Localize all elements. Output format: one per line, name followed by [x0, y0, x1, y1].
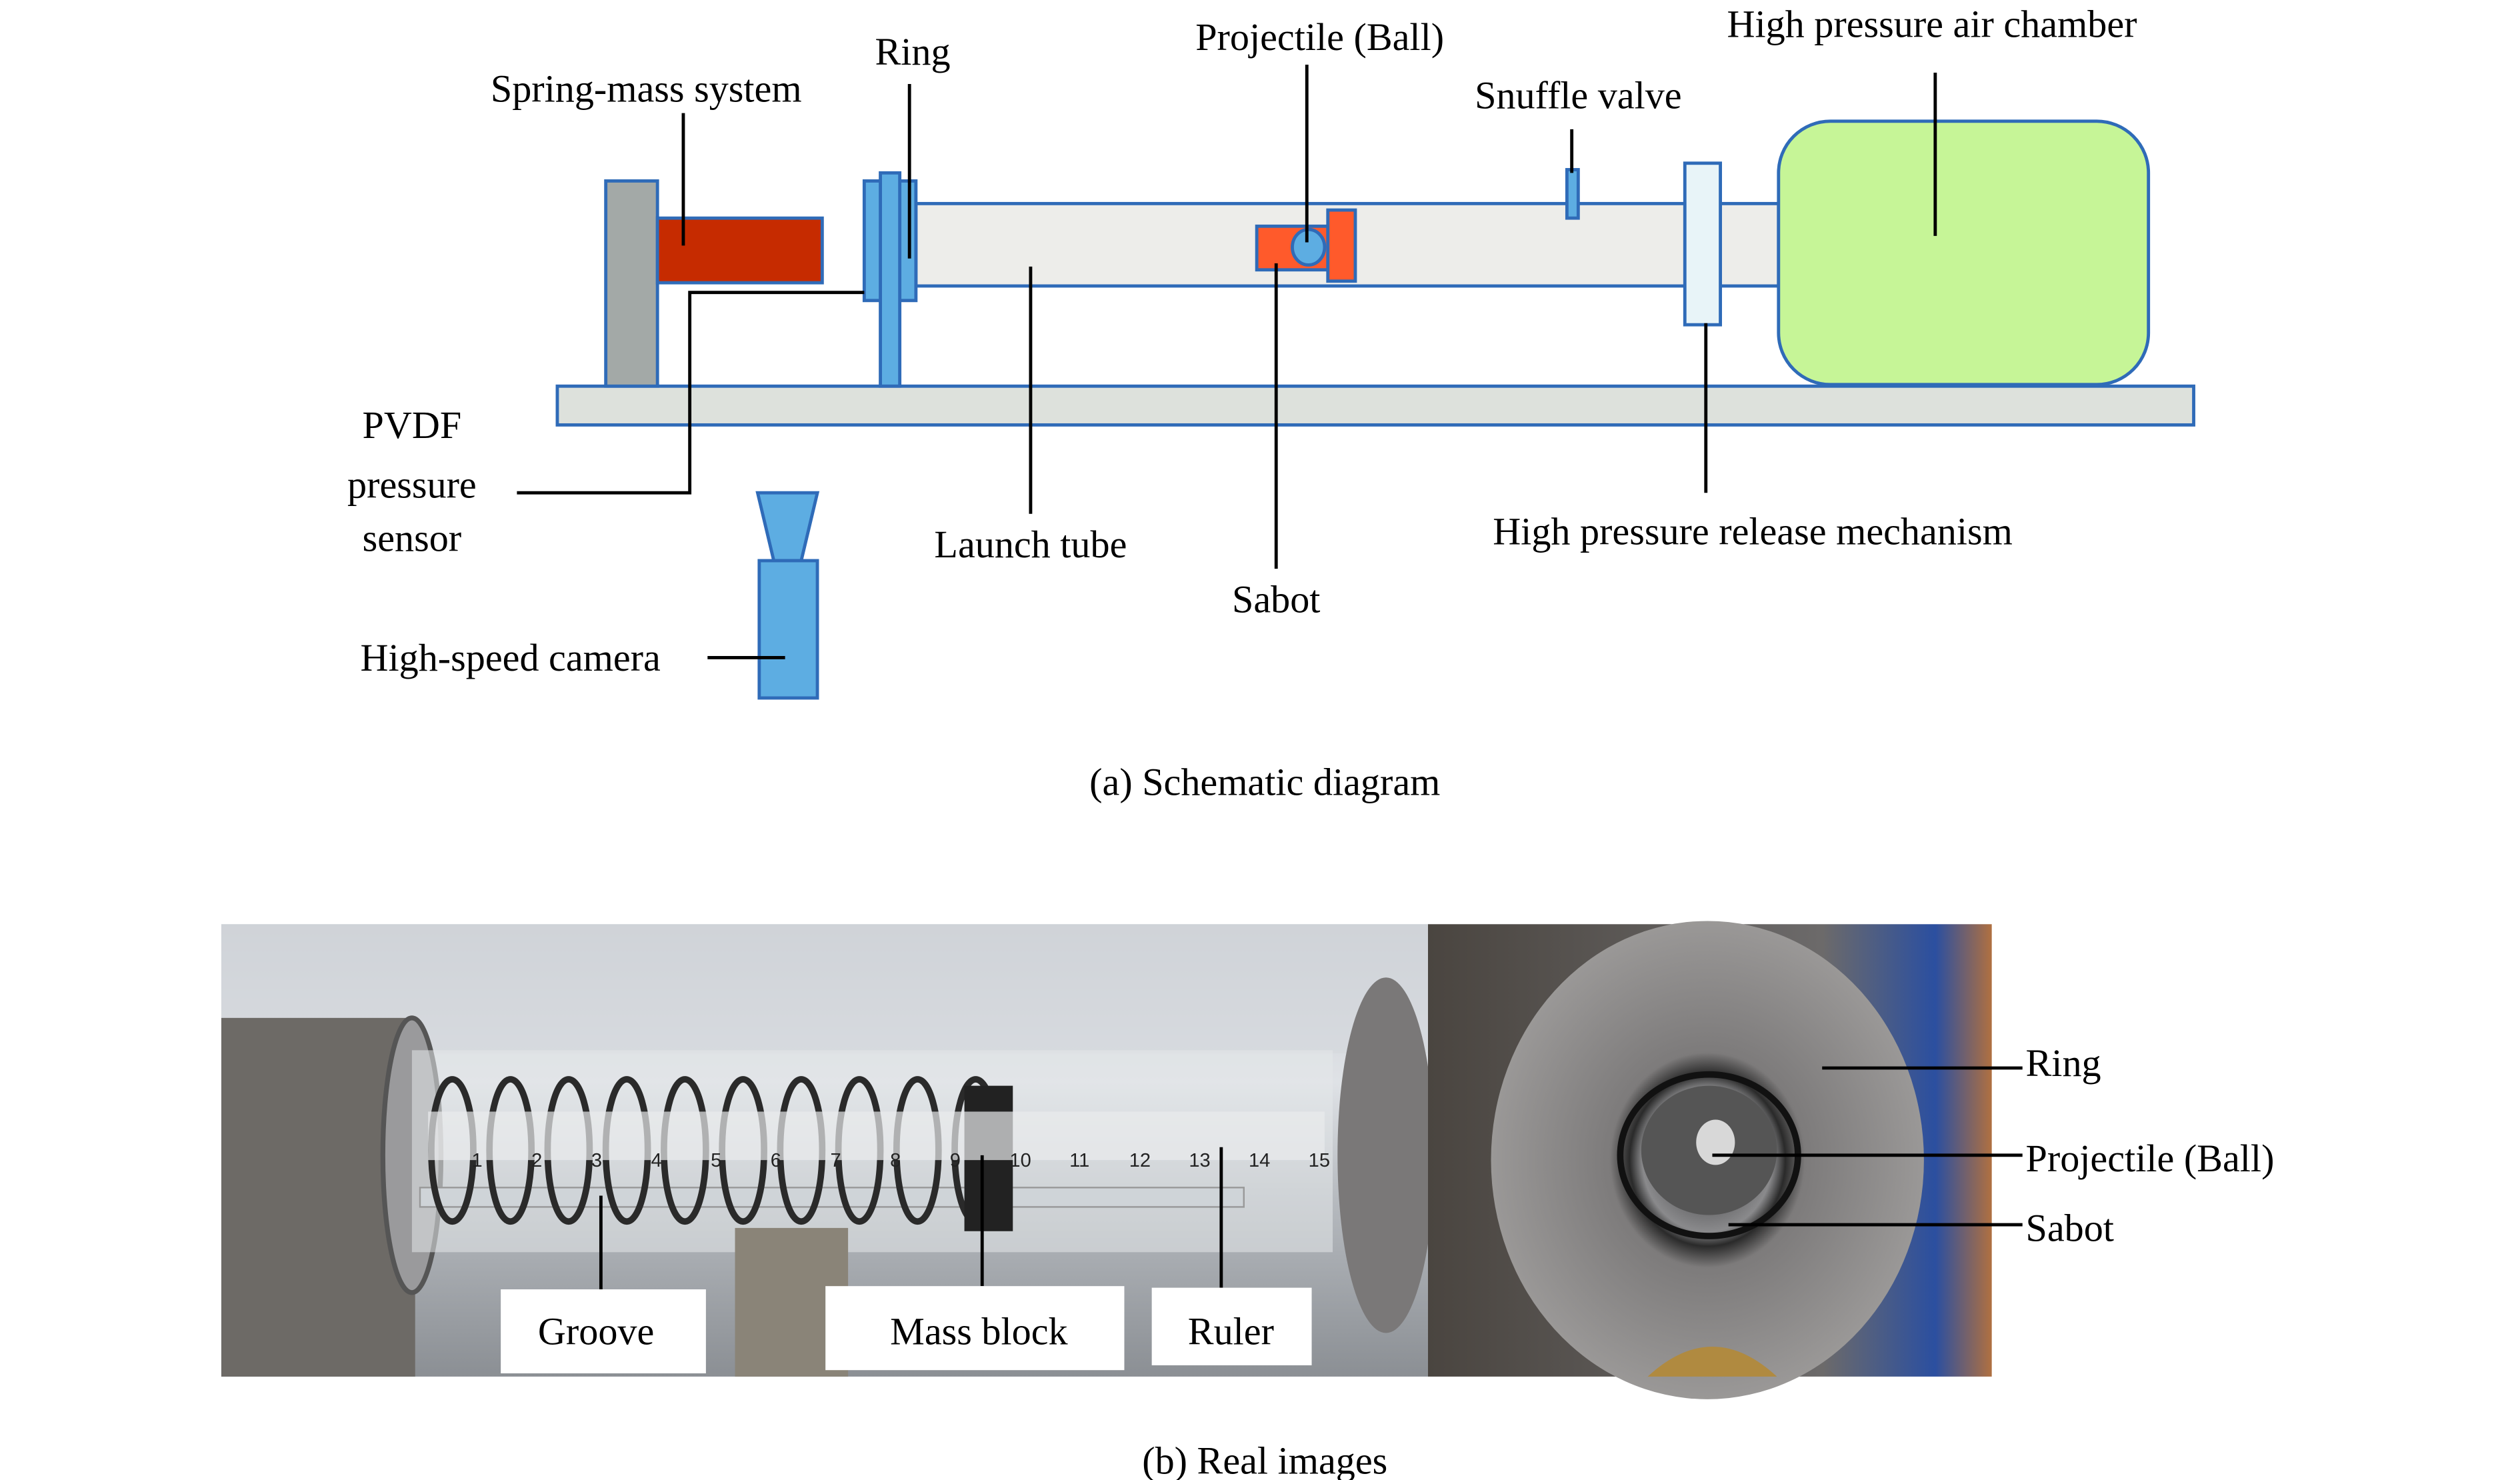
- air-chamber: [1777, 119, 2151, 387]
- label-projectile: Projectile (Ball): [1195, 15, 1444, 59]
- projectile-ball: [1291, 227, 1327, 267]
- ruler-mark: 3: [591, 1150, 602, 1171]
- label-spring-mass: Spring-mass system: [491, 67, 802, 111]
- caption-b: (b) Real images: [1142, 1439, 1387, 1480]
- label-ring-photo: Ring: [2026, 1041, 2101, 1085]
- caption-a: (a) Schematic diagram: [1089, 760, 1440, 803]
- label-camera: High-speed camera: [361, 636, 661, 679]
- base-plate: [555, 384, 2195, 427]
- label-sabot-photo: Sabot: [2026, 1206, 2114, 1249]
- leader-line: [517, 291, 865, 495]
- ruler-mark: 8: [890, 1150, 901, 1171]
- ring-inner: [879, 171, 902, 388]
- release-mechanism: [1683, 161, 1722, 327]
- label-sabot: Sabot: [1232, 578, 1320, 621]
- label-air-chamber: High pressure air chamber: [1727, 3, 2137, 46]
- ruler-mark: 13: [1189, 1150, 1210, 1171]
- label-ring: Ring: [875, 30, 951, 73]
- label-pvdf: sensor: [363, 516, 462, 559]
- label-groove: Groove: [538, 1309, 654, 1353]
- leader-line: [1712, 1066, 2023, 1227]
- ruler-mark: 11: [1069, 1150, 1089, 1171]
- ruler-mark: 4: [651, 1150, 662, 1171]
- support-wall: [604, 179, 659, 388]
- high-speed-camera: [757, 559, 819, 700]
- ruler-mark: 15: [1309, 1150, 1330, 1171]
- sabot-flange: [1326, 208, 1357, 283]
- ruler-mark: 5: [711, 1150, 721, 1171]
- camera-lens: [755, 491, 820, 563]
- ruler-mark: 9: [950, 1150, 961, 1171]
- ruler-photo: [428, 1111, 1325, 1161]
- ruler-mark: 10: [1009, 1150, 1031, 1171]
- label-mass-block: Mass block: [890, 1309, 1068, 1353]
- photo-right: [1428, 921, 2023, 1399]
- snuffle-valve: [1565, 168, 1580, 220]
- label-pvdf: PVDF: [363, 403, 462, 447]
- ruler-mark: 7: [830, 1150, 841, 1171]
- ruler-mark: 12: [1129, 1150, 1151, 1171]
- label-release: High pressure release mechanism: [1493, 510, 2013, 553]
- ruler-mark: 6: [771, 1150, 781, 1171]
- label-launch-tube: Launch tube: [934, 523, 1127, 566]
- schematic-diagram: Spring-mass system Ring Projectile (Ball…: [347, 3, 2195, 803]
- label-projectile-photo: Projectile (Ball): [2026, 1137, 2275, 1180]
- label-ruler: Ruler: [1188, 1309, 1274, 1353]
- ruler-mark: 2: [531, 1150, 542, 1171]
- ruler-mark: 1: [472, 1150, 483, 1171]
- label-pvdf: pressure: [347, 463, 477, 506]
- label-snuffle-valve: Snuffle valve: [1475, 73, 1682, 117]
- ruler-mark: 14: [1249, 1150, 1270, 1171]
- leader-line: [599, 1147, 1223, 1290]
